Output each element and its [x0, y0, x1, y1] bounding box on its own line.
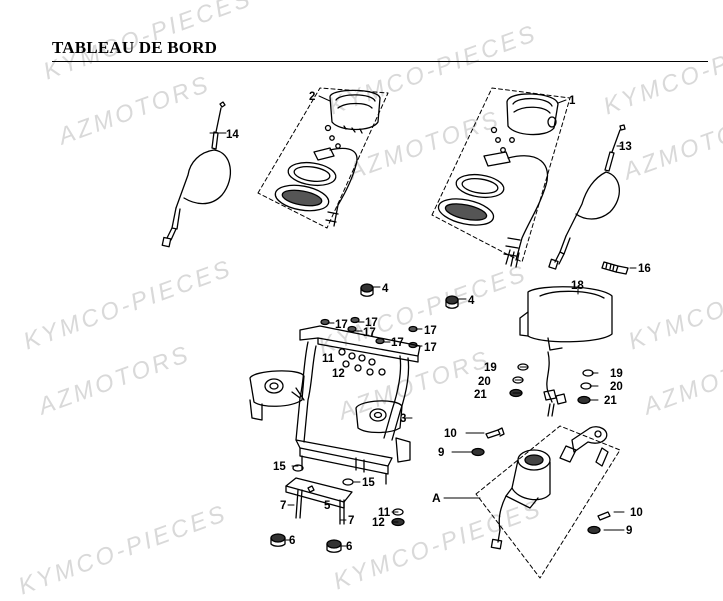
- callout-7-left: 7: [280, 500, 286, 512]
- page-title: TABLEAU DE BORD: [52, 38, 218, 57]
- callout-21-right: 21: [604, 395, 617, 407]
- ignition-switch-assembly: [471, 425, 621, 579]
- speedometer-cable-right: [548, 124, 626, 270]
- callout-4-right: 4: [468, 295, 475, 307]
- title-divider: [52, 61, 708, 62]
- callout-14: 14: [226, 129, 239, 141]
- callout-4-left: 4: [382, 283, 389, 295]
- exploded-parts-diagram: 14 2 1 13 16 4 4 18 17 17 17 17 17 17 11…: [161, 87, 651, 579]
- callout-17-a: 17: [335, 319, 348, 331]
- callout-17-b: 17: [365, 317, 378, 329]
- callout-17-f: 17: [424, 342, 437, 354]
- callout-9-lower: 9: [626, 525, 632, 537]
- washers-right-lower: [577, 369, 594, 405]
- callout-18: 18: [571, 280, 584, 292]
- callout-12-upper: 12: [332, 368, 345, 380]
- callout-21-left: 21: [474, 389, 487, 401]
- callout-15-left: 15: [273, 461, 286, 473]
- callout-11-upper: 11: [322, 353, 335, 365]
- callout-17-c: 17: [363, 327, 376, 339]
- callout-6-left: 6: [289, 535, 295, 547]
- callout-20-right: 20: [610, 381, 623, 393]
- meter-assembly-1: [431, 87, 571, 268]
- callout-19-left: 19: [484, 362, 497, 374]
- bolt-16: [601, 261, 629, 275]
- callout-12-lower: 12: [372, 517, 385, 529]
- nut-4-right: [445, 295, 459, 309]
- nuts-6: [270, 533, 342, 553]
- callout-17-e: 17: [424, 325, 437, 337]
- callout-17-d: 17: [391, 337, 404, 349]
- callout-10-upper: 10: [444, 428, 457, 440]
- meter-assembly-2: [257, 87, 389, 229]
- callout-6-right: 6: [346, 541, 352, 553]
- callout-1: 1: [569, 95, 576, 107]
- callout-2: 2: [309, 91, 315, 103]
- callout-labels: 14 2 1 13 16 4 4 18 17 17 17 17 17 17 11…: [226, 91, 651, 553]
- callout-20-left: 20: [478, 376, 491, 388]
- nut-4-left: [360, 283, 374, 297]
- callout-A: A: [432, 491, 441, 505]
- speedometer-cable-left: [161, 101, 232, 248]
- callout-10-lower: 10: [630, 507, 643, 519]
- washers-11-12-lower: [391, 508, 405, 527]
- callout-13: 13: [619, 141, 632, 153]
- callout-16: 16: [638, 263, 651, 275]
- lower-bracket-5: [285, 464, 354, 525]
- meter-housing-18: [519, 286, 613, 417]
- callout-3: 3: [400, 413, 406, 425]
- callout-7-right: 7: [348, 515, 354, 527]
- grommets-17: [320, 316, 418, 349]
- callout-9-upper: 9: [438, 447, 444, 459]
- leader-lines: [209, 95, 637, 547]
- callout-11-lower: 11: [378, 507, 391, 519]
- dashboard-bracket: [249, 325, 421, 485]
- callout-15-right: 15: [362, 477, 375, 489]
- callout-5: 5: [324, 500, 331, 512]
- callout-19-right: 19: [610, 368, 623, 380]
